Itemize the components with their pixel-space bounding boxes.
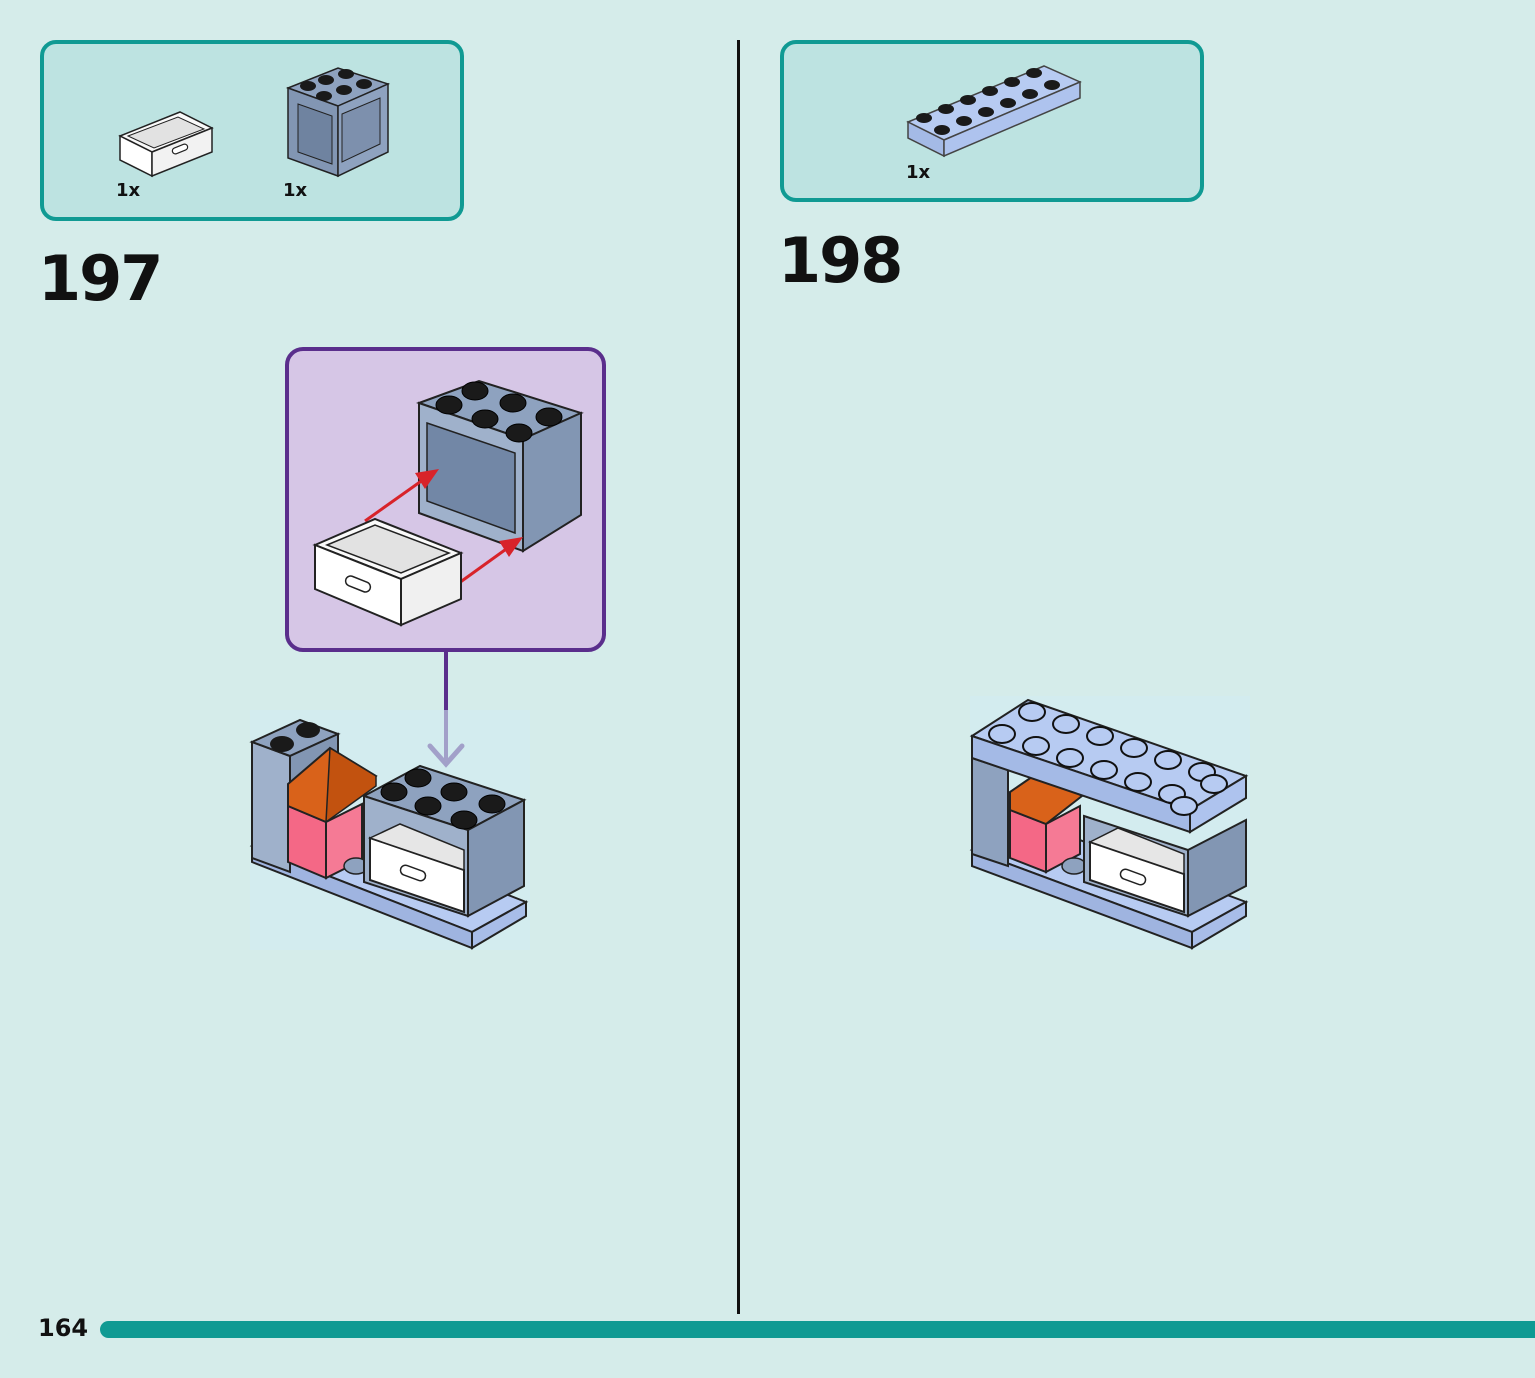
cupboard-icon xyxy=(285,67,391,178)
page-number: 164 xyxy=(38,1314,89,1342)
step-number: 198 xyxy=(778,224,903,297)
callout-subassembly xyxy=(285,347,606,652)
part-quantity: 1x xyxy=(906,162,931,183)
part-quantity: 1x xyxy=(283,180,308,201)
progress-bar xyxy=(100,1321,1535,1338)
page-divider xyxy=(737,40,740,1314)
light-blue-plate-icon xyxy=(906,65,1082,158)
drawer-insertion-illustration xyxy=(312,379,584,627)
step-197-assembly-illustration xyxy=(249,710,530,950)
part-quantity: 1x xyxy=(116,180,141,201)
step-number: 197 xyxy=(38,242,163,315)
step-198-assembly-illustration xyxy=(969,696,1250,950)
parts-box-step-197: 1x 1x xyxy=(40,40,464,221)
parts-box-step-198: 1x xyxy=(780,40,1204,202)
white-drawer-icon xyxy=(118,111,214,178)
